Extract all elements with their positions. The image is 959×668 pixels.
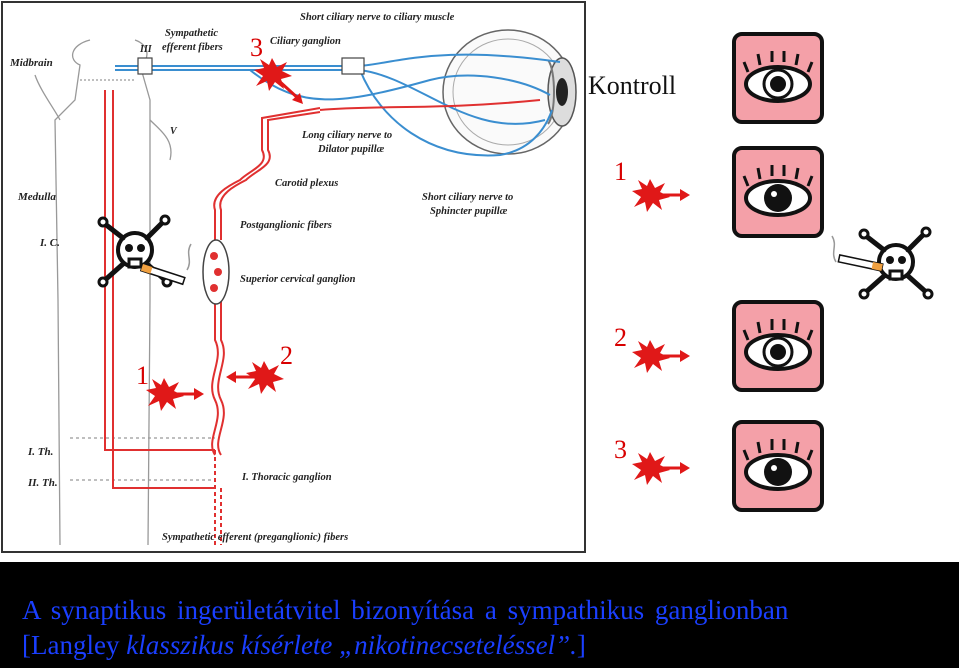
label-sympathetic: Sympathetic xyxy=(165,28,218,39)
marker-number-1: 1 xyxy=(136,361,149,390)
label-short-ciliary-muscle: Short ciliary nerve to ciliary muscle xyxy=(300,12,455,23)
label-medulla: Medulla xyxy=(17,191,56,203)
label-superior-cervical: Superior cervical ganglion xyxy=(240,274,356,285)
nicotine-skull-icon xyxy=(99,216,192,286)
marker-number-3: 3 xyxy=(250,33,263,62)
label-ciliary-ganglion: Ciliary ganglion xyxy=(270,36,341,47)
nicotine-skull-icon-right xyxy=(831,228,932,298)
row-stimulus-1: 1 xyxy=(614,157,690,212)
label-midbrain: Midbrain xyxy=(9,57,53,69)
label-thoracic-ganglion: I. Thoracic ganglion xyxy=(241,472,332,483)
label-nerve-iii: III xyxy=(139,44,153,55)
label-postganglionic: Postganglionic fibers xyxy=(240,220,332,231)
eye-tile-row-3 xyxy=(732,420,824,512)
caption-prefix: [Langley xyxy=(22,630,127,660)
label-efferent-fibers: efferent fibers xyxy=(162,42,223,53)
ciliary-ganglion xyxy=(341,57,365,75)
stimulus-marker-1: 1 xyxy=(136,361,204,411)
label-short-ciliary-sphincter: Short ciliary nerve to xyxy=(422,192,513,203)
label-dilator: Dilator pupillæ xyxy=(317,144,385,155)
label-sphincter: Sphincter pupillæ xyxy=(430,206,508,217)
row-stimulus-2: 2 xyxy=(614,323,690,373)
label-carotid-plexus: Carotid plexus xyxy=(275,178,338,189)
superior-cervical-ganglion xyxy=(202,239,230,305)
label-nerve-v: V xyxy=(170,126,178,137)
eye-tile-row-2 xyxy=(732,300,824,392)
label-long-ciliary: Long ciliary nerve to xyxy=(301,130,392,141)
caption-bar: A synaptikus ingerületátvitel bizonyítás… xyxy=(0,562,959,668)
label-iith: II. Th. xyxy=(27,477,58,489)
row-stimulus-3: 3 xyxy=(614,435,690,485)
caption-italic: klasszikus kísérlete „nikotinecsetelésse… xyxy=(126,630,577,660)
diagram-labels: Midbrain III Sympathetic efferent fibers… xyxy=(9,12,513,543)
stimulus-marker-2: 2 xyxy=(226,341,293,394)
caption-line-1: A synaptikus ingerületátvitel bizonyítás… xyxy=(22,595,789,625)
sympathetic-nerves xyxy=(104,90,541,545)
control-label: Kontroll xyxy=(588,71,676,100)
caption-line-2: [Langley klasszikus kísérlete „nikotinec… xyxy=(22,632,586,659)
eye-tile-control xyxy=(732,32,824,124)
caption-suffix: ] xyxy=(576,630,586,660)
label-preganglionic: Sympathetic efferent (preganglionic) fib… xyxy=(162,532,348,543)
row-number-1: 1 xyxy=(614,157,627,186)
row-number-2: 2 xyxy=(614,323,627,352)
eye-tile-row-1 xyxy=(732,146,824,238)
marker-number-2: 2 xyxy=(280,341,293,370)
label-ith: I. Th. xyxy=(27,446,53,458)
label-ic: I. C. xyxy=(39,237,60,249)
midbrain-nucleus xyxy=(137,57,153,75)
row-number-3: 3 xyxy=(614,435,627,464)
stimulus-marker-3: 3 xyxy=(250,33,303,104)
